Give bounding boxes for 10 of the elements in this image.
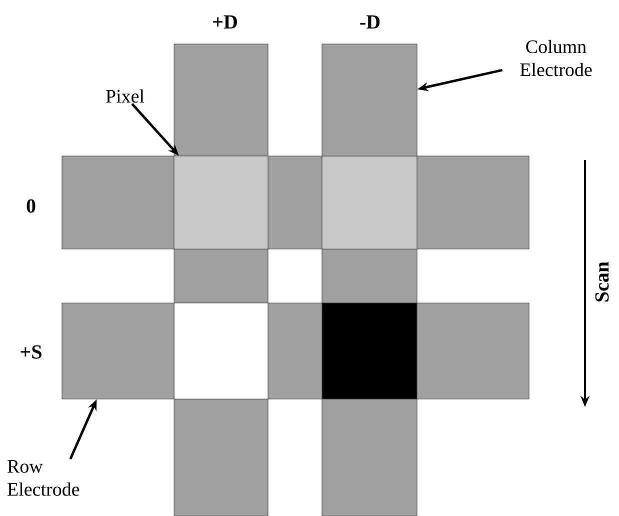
pixel-label: Pixel bbox=[106, 89, 144, 103]
row-voltage-label: 0 bbox=[26, 199, 36, 213]
row-electrode-label: Row Electrode bbox=[8, 460, 80, 496]
scan-label: Scan bbox=[595, 262, 609, 302]
pixel-cell bbox=[174, 156, 268, 250]
column-electrode-label: Column Electrode bbox=[520, 40, 592, 76]
column-electrode-segment bbox=[322, 44, 418, 156]
row-electrode-segment bbox=[62, 302, 174, 400]
column-voltage-label: +D bbox=[213, 15, 237, 29]
row-voltage-label: +S bbox=[20, 345, 42, 359]
